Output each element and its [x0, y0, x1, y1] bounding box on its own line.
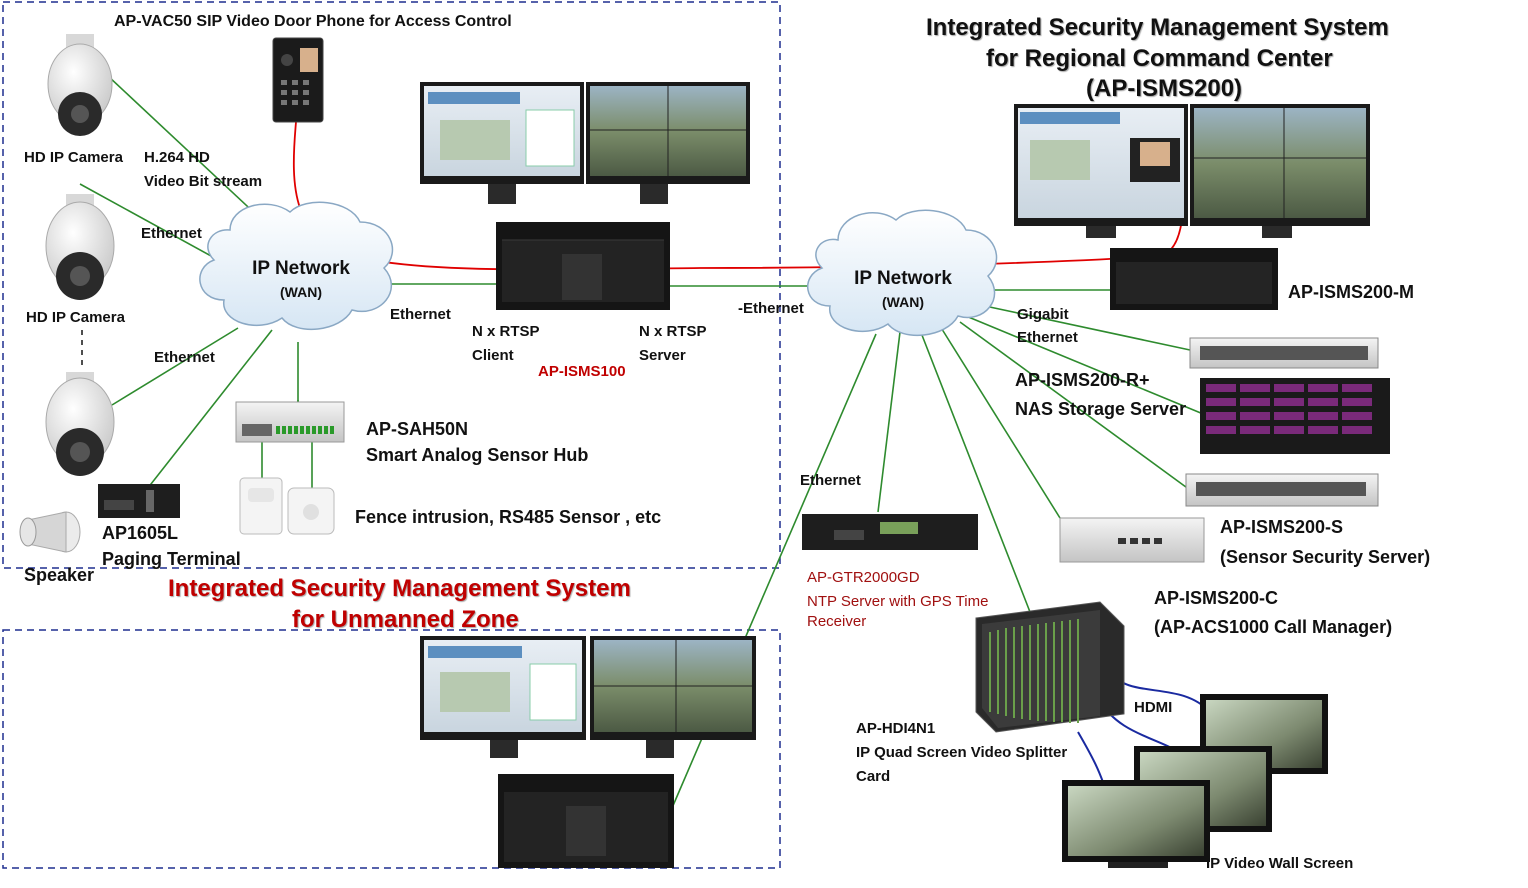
regional-monitors-icon [1014, 104, 1370, 238]
second-zone-border [2, 629, 781, 869]
paging-name: AP1605L [102, 523, 179, 543]
speaker-icon [19, 511, 81, 553]
gtr-desc-line1: NTP Server with GPS Time [807, 593, 989, 610]
isms200-r-name: AP-ISMS200-R+ [1015, 370, 1150, 390]
hd-ip-camera-2-icon [45, 194, 115, 300]
paging-desc: Paging Terminal [102, 549, 241, 569]
right-cloud-sub: (WAN) [882, 294, 924, 310]
motion-sensor-icon [239, 477, 283, 535]
splitter-desc-line2: Card [856, 768, 891, 785]
call-manager-chassis-icon [975, 601, 1125, 733]
unmanned-title-line2: for Unmanned Zone [292, 606, 519, 633]
stream-line1-label: H.264 HD [144, 149, 210, 166]
isms100-label: AP-ISMS100 [538, 363, 626, 380]
ethernet-wan2-label: -Ethernet [738, 300, 804, 317]
left-cloud-title: IP Network [252, 258, 350, 279]
smoke-sensor-icon [287, 487, 335, 535]
gigabit-line1: Gigabit [1017, 306, 1069, 323]
hd-ip-camera-1-icon [47, 34, 113, 136]
gtr-name: AP-GTR2000GD [807, 569, 920, 586]
isms200-s-name: AP-ISMS200-S [1220, 517, 1344, 537]
isms200-r-rack-icon [1189, 337, 1390, 454]
sensors-label: Fence intrusion, RS485 Sensor , etc [355, 507, 662, 527]
rtsp-server-line1: N x RTSP [639, 323, 707, 340]
regional-title-line3: (AP-ISMS200) [1086, 75, 1243, 102]
camera-1-label: HD IP Camera [24, 149, 123, 166]
gigabit-line2: Ethernet [1017, 329, 1078, 346]
rtsp-server-line2: Server [639, 347, 686, 364]
unmanned-zone-border [2, 1, 781, 569]
right-cloud-title: IP Network [854, 268, 952, 289]
video-wall-label: IP Video Wall Screen [1206, 855, 1354, 872]
regional-title-line1: Integrated Security Management System [926, 14, 1389, 41]
door-phone-label: AP-VAC50 SIP Video Door Phone for Access… [114, 13, 512, 30]
ethernet-cam3-label: Ethernet [154, 349, 215, 366]
hd-ip-camera-3-icon [45, 372, 115, 476]
isms200-s-desc: (Sensor Security Server) [1220, 547, 1431, 567]
regional-title-line2: for Regional Command Center [986, 45, 1333, 72]
isms200-c-desc: (AP-ACS1000 Call Manager) [1154, 617, 1393, 637]
camera-2-label: HD IP Camera [26, 309, 125, 326]
rtsp-client-line2: Client [472, 347, 514, 364]
speaker-label: Speaker [24, 565, 95, 585]
splitter-name: AP-HDI4N1 [856, 720, 936, 737]
gtr-ntp-server-icon [802, 514, 978, 550]
sensor-hub-desc: Smart Analog Sensor Hub [366, 445, 589, 465]
isms200-c-name: AP-ISMS200-C [1154, 588, 1279, 608]
lower-server-icon [498, 774, 674, 868]
hdmi-label: HDMI [1134, 699, 1173, 716]
ethernet-gtr-label: Ethernet [800, 472, 861, 489]
isms100-server-icon [496, 222, 670, 310]
stream-line2-label: Video Bit stream [144, 173, 263, 190]
isms200-m-label: AP-ISMS200-M [1288, 282, 1415, 302]
unmanned-title-line1: Integrated Security Management System [168, 575, 631, 602]
lower-monitors-icon [420, 636, 756, 758]
isms100-monitors-icon [420, 82, 750, 204]
rtsp-client-line1: N x RTSP [472, 323, 540, 340]
isms200-s-server-icon [1185, 473, 1379, 507]
left-cloud-shape [199, 201, 394, 331]
sensor-hub-icon [235, 401, 345, 443]
splitter-desc-line1: IP Quad Screen Video Splitter [856, 744, 1068, 761]
isms200-r-desc: NAS Storage Server [1015, 399, 1187, 419]
video-wall-tv-3-icon [1062, 780, 1210, 868]
isms200-m-server-icon [1110, 248, 1278, 310]
ethernet-cam2-label: Ethernet [141, 225, 202, 242]
paging-terminal-icon [98, 484, 180, 518]
sensor-switch-icon [1059, 517, 1205, 563]
gtr-desc-line2: Receiver [807, 613, 867, 630]
right-cloud-shape [806, 209, 998, 337]
door-phone-icon [272, 37, 324, 123]
sensor-hub-name: AP-SAH50N [366, 419, 469, 439]
left-cloud-sub: (WAN) [280, 284, 322, 300]
ethernet-server-label: Ethernet [390, 306, 451, 323]
